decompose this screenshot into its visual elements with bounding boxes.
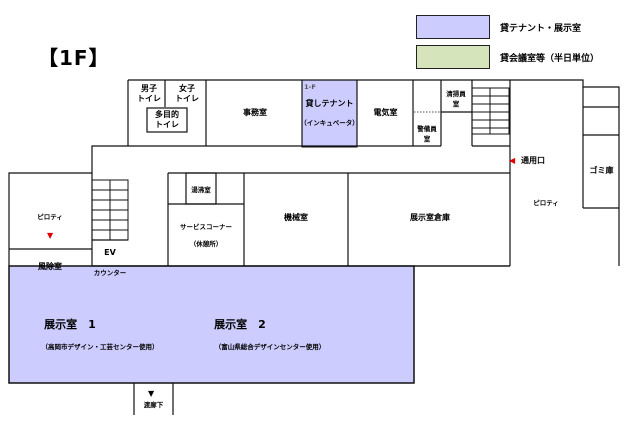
rest-area-label: （休憩所） xyxy=(189,240,223,248)
counter-label: カウンター xyxy=(93,269,127,277)
garbage-room-label: ゴミ庫 xyxy=(589,166,614,175)
multipurpose-toilet-label: 多目的 トイレ xyxy=(155,110,179,129)
stairs-right xyxy=(471,87,510,135)
legend-label-meeting: 貸会議室等（半日単位） xyxy=(500,54,600,64)
exhibit-storage-label: 展示室倉庫 xyxy=(410,213,450,222)
floor-title: 【1F】 xyxy=(38,46,110,70)
corridor-down-label: 渡廊下 xyxy=(143,401,164,409)
exhibit2-sub-label: （富山県総合デザインセンター使用） xyxy=(214,343,326,351)
rental-tenant-tag: 1-F xyxy=(304,83,316,91)
walls xyxy=(8,79,620,415)
legend-label-tenant: 貸テナント・展示室 xyxy=(500,24,582,34)
legend-swatch-tenant xyxy=(416,15,490,39)
janitor-room-label: 清掃員 室 xyxy=(446,90,466,108)
piloti-left-label: ピロティ xyxy=(37,213,63,221)
ev-label: EV xyxy=(104,248,116,257)
corridor-down-triangle-icon: ▼ xyxy=(148,389,155,398)
incubator-label: （インキュベータ） xyxy=(300,119,359,127)
machine-room-label: 機械室 xyxy=(284,213,308,222)
kitchenette-label: 湯沸室 xyxy=(191,186,211,194)
electrical-room-label: 電気室 xyxy=(373,108,398,117)
mens-toilet-label: 男子 トイレ xyxy=(137,84,161,103)
legend-swatch-meeting xyxy=(416,45,490,69)
piloti-right-label: ピロティ xyxy=(533,199,559,207)
rental-tenant-label: 貸しテナント xyxy=(305,99,354,108)
exhibit2-name-label: 展示室 2 xyxy=(214,318,266,331)
piloti-triangle-icon: ▼ xyxy=(47,231,54,240)
womens-toilet-label: 女子 トイレ xyxy=(175,84,199,103)
security-room-label: 警備員 室 xyxy=(417,125,437,143)
exhibit1-sub-label: （高岡市デザイン・工芸センター使用） xyxy=(41,343,159,351)
entrance-triangle-icon: ◀ xyxy=(509,156,516,165)
wind-room-label: 風除室 xyxy=(38,262,62,271)
stairs-left xyxy=(91,179,129,241)
service-corner-label: サービスコーナー xyxy=(180,223,232,231)
exhibit1-name-label: 展示室 1 xyxy=(44,318,96,331)
office-label: 事務室 xyxy=(243,108,267,117)
entrance-label: 通用口 xyxy=(521,156,545,165)
exhibit-hall-area xyxy=(8,265,415,384)
rental-tenant-area xyxy=(301,79,358,148)
